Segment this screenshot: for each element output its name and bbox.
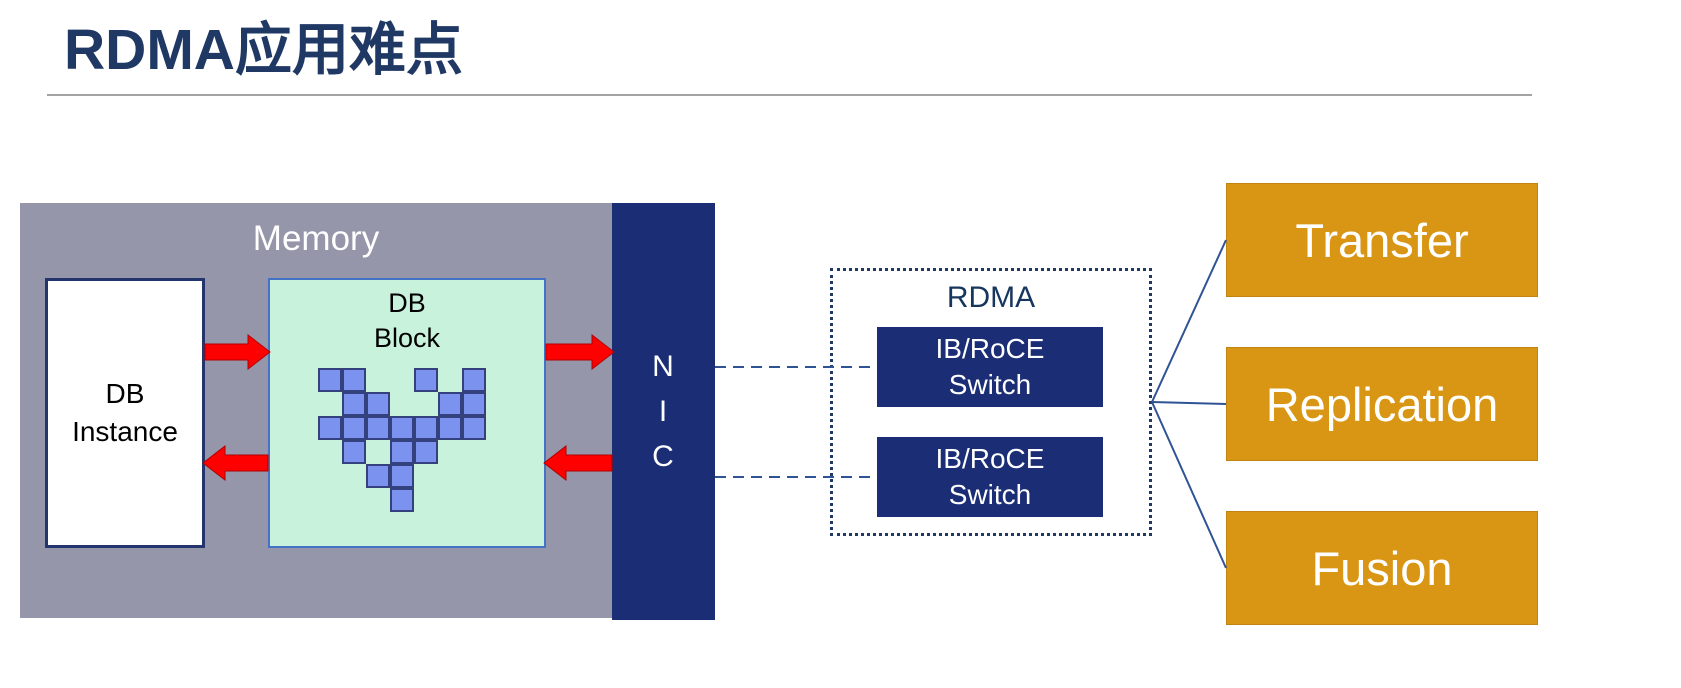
db-block-square [390,416,414,440]
switch-label-bottom: IB/RoCE Switch [935,442,1045,510]
output-label-transfer: Transfer [1295,213,1469,267]
output-label-replication: Replication [1265,377,1499,431]
db-block-square [414,416,438,440]
db-block-square [366,416,390,440]
memory-label: Memory [252,219,380,258]
switch-label-top: IB/RoCE Switch [935,332,1045,400]
slide-title: RDMA应用难点 [64,18,463,82]
db-block-square [366,392,390,416]
output-label-fusion: Fusion [1311,541,1453,595]
fan-line-replication [1151,401,1227,405]
db-instance-label: DB Instance [72,378,178,447]
rdma-label: RDMA [946,281,1036,314]
db-block-box: DB Block [268,278,546,548]
db-block-square [342,416,366,440]
switch-box-bottom: IB/RoCE Switch [877,437,1103,517]
db-block-square [318,416,342,440]
nic-box: N I C [612,203,715,620]
db-block-square [462,368,486,392]
db-block-square [438,416,462,440]
db-instance-box: DB Instance [45,278,205,548]
db-block-square [414,368,438,392]
nic-label: N I C [652,350,675,473]
db-block-square [390,488,414,512]
rdma-group-box: RDMA [830,268,1152,536]
output-box-fusion: Fusion [1226,511,1538,625]
fan-line-transfer [1151,239,1227,403]
title-underline [47,94,1532,96]
db-block-square [462,392,486,416]
db-block-square [366,464,390,488]
db-block-square [414,440,438,464]
db-block-square [438,392,462,416]
db-block-square [390,440,414,464]
db-block-squares [318,368,488,514]
output-box-transfer: Transfer [1226,183,1538,297]
db-block-square [462,416,486,440]
db-block-square [342,392,366,416]
db-block-square [318,368,342,392]
fan-line-fusion [1151,401,1227,569]
db-block-square [342,368,366,392]
switch-box-top: IB/RoCE Switch [877,327,1103,407]
db-block-square [390,464,414,488]
db-block-label: DB Block [373,288,441,354]
output-box-replication: Replication [1226,347,1538,461]
db-block-square [342,440,366,464]
